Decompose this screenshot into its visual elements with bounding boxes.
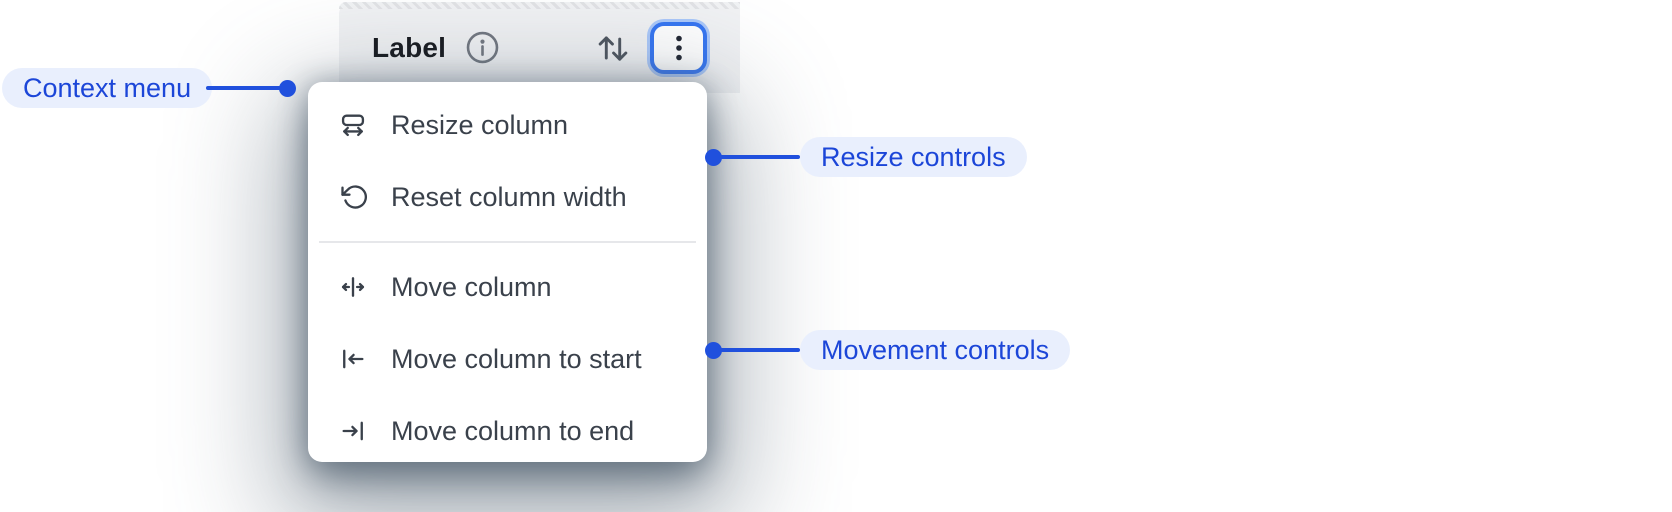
annotation-pill-resize-controls: Resize controls	[800, 137, 1027, 177]
annotation-label: Context menu	[23, 72, 192, 103]
context-menu: Resize column Reset column width Move co…	[308, 82, 707, 462]
menu-item-move-column-to-start[interactable]: Move column to start	[308, 323, 707, 395]
annotation-label: Movement controls	[821, 334, 1050, 365]
kebab-menu-button[interactable]	[650, 22, 707, 74]
column-header: Label	[339, 2, 740, 93]
annotation-line-movement-controls	[715, 348, 800, 352]
annotation-pill-movement-controls: Movement controls	[800, 330, 1071, 370]
annotation-line-context-menu	[206, 86, 281, 90]
menu-item-label: Move column to end	[391, 415, 635, 446]
column-header-label: Label	[372, 31, 447, 63]
annotation-line-resize-controls	[715, 155, 800, 159]
resize-column-icon	[339, 111, 367, 139]
annotation-dot-movement-controls	[705, 342, 722, 359]
move-column-to-start-icon	[339, 345, 367, 373]
menu-item-label: Reset column width	[391, 181, 627, 212]
menu-item-label: Resize column	[391, 109, 569, 140]
menu-divider	[319, 241, 696, 243]
move-column-to-end-icon	[339, 417, 367, 445]
info-icon[interactable]	[464, 29, 501, 66]
menu-item-reset-column-width[interactable]: Reset column width	[308, 161, 707, 233]
menu-item-move-column-to-end[interactable]: Move column to end	[308, 395, 707, 467]
annotation-pill-context-menu: Context menu	[2, 68, 213, 108]
kebab-icon	[675, 35, 682, 61]
annotation-dot-context-menu	[279, 80, 296, 97]
annotation-label: Resize controls	[821, 141, 1006, 172]
reset-column-width-icon	[339, 183, 367, 211]
move-column-icon	[339, 273, 367, 301]
menu-item-label: Move column to start	[391, 343, 642, 374]
menu-item-resize-column[interactable]: Resize column	[308, 89, 707, 161]
sort-icon[interactable]	[594, 29, 632, 67]
menu-item-label: Move column	[391, 271, 552, 302]
annotation-dot-resize-controls	[705, 149, 722, 166]
menu-item-move-column[interactable]: Move column	[308, 251, 707, 323]
